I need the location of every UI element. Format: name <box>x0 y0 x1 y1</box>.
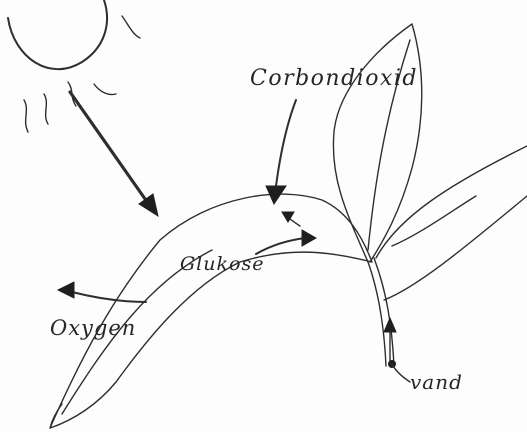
sun-icon <box>8 0 140 132</box>
upright-leaf-outline <box>333 24 421 262</box>
upright-leaf <box>333 24 421 262</box>
label-glucose: Glukose <box>180 255 264 274</box>
oxygen-arrow-shaft <box>72 292 146 302</box>
sunlight-arrow <box>70 92 158 216</box>
right-leaf-outline <box>384 196 527 300</box>
stem <box>368 258 396 366</box>
glucose-arrow-head <box>302 230 316 246</box>
stem-outline <box>368 262 386 366</box>
label-oxygen: Oxygen <box>50 318 136 339</box>
main-leaf-outline <box>50 194 372 428</box>
right-leaf <box>376 146 527 300</box>
internal-transport-arrow <box>282 212 300 226</box>
right-leaf-vein <box>392 196 476 246</box>
label-carbon-dioxide: Corbondioxid <box>250 68 418 90</box>
sun-ray <box>122 16 140 38</box>
stem-outline <box>374 258 394 366</box>
oxygen-arrow-head <box>58 282 74 298</box>
oxygen-arrow <box>58 282 146 302</box>
sun-ray <box>24 100 28 132</box>
carbon-dioxide-arrow-shaft <box>276 100 296 186</box>
glucose-arrow <box>256 230 316 254</box>
sun-disc-outline <box>8 0 107 69</box>
label-water: vand <box>410 372 463 392</box>
sunlight-arrow-head <box>139 194 158 216</box>
water-uptake-arrow-head <box>384 318 396 332</box>
sun-ray <box>44 94 48 124</box>
water-marker <box>389 361 411 383</box>
carbon-dioxide-arrow <box>266 100 296 204</box>
right-leaf-outline <box>376 146 527 258</box>
sunlight-arrow-shaft <box>70 92 150 206</box>
main-leaf <box>50 194 372 428</box>
sun-ray <box>94 84 116 95</box>
